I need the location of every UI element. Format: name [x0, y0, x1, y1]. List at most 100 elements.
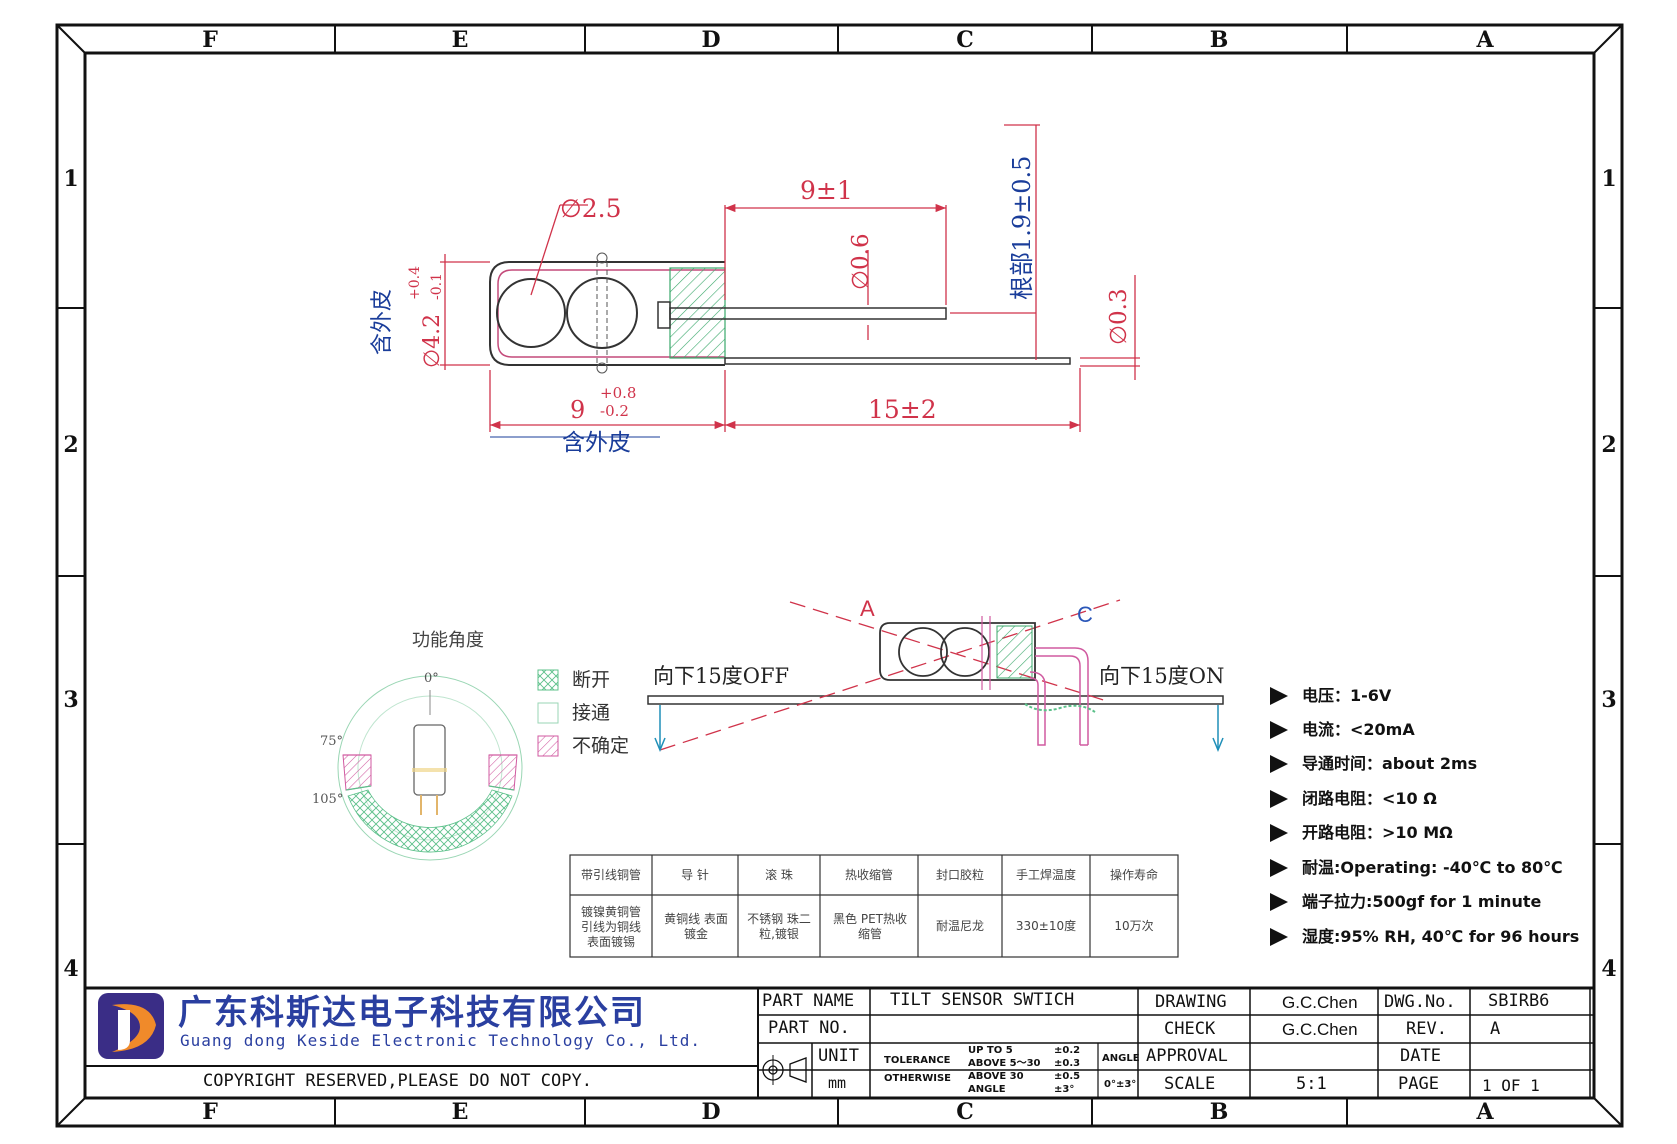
mat-value-life: 10万次	[1114, 919, 1154, 933]
zone-col-d-bottom: D	[701, 1099, 721, 1125]
unit-value: mm	[828, 1074, 847, 1092]
mat-value-shrink: 黑色 PET热收缩管	[833, 912, 907, 941]
mat-header-shrink: 热收缩管	[844, 868, 893, 882]
company-name-cn: 广东科斯达电子科技有限公司	[178, 993, 646, 1033]
dim-lead-length: 15±2	[868, 395, 937, 424]
zone-row-2-left: 2	[63, 432, 79, 458]
zone-col-b-top: B	[1209, 27, 1229, 53]
tilt-label-c: C	[1077, 602, 1093, 627]
legend-off: 断开	[572, 669, 611, 691]
tol-row-1-value: ±0.2	[1054, 1045, 1081, 1056]
zone-row-4-right: 4	[1601, 956, 1617, 982]
ball-1	[496, 278, 566, 348]
tolerance-label: TOLERANCE	[884, 1055, 951, 1066]
spec-on-time: 导通时间：about 2ms	[1302, 754, 1478, 773]
mat-value-seal: 耐温尼龙	[935, 919, 984, 933]
zone-col-e-top: E	[451, 27, 469, 53]
angle-75-label: 75°	[320, 734, 344, 749]
drawing-label: DRAWING	[1155, 992, 1227, 1012]
spec-closed-resistance: 闭路电阻：<10 Ω	[1302, 789, 1437, 808]
dim-body-length-tol-upper: +0.8	[600, 384, 637, 402]
zone-col-e-bottom: E	[451, 1099, 469, 1125]
spec-current: 电流：<20mA	[1302, 720, 1415, 739]
dim-ball-diameter: ∅2.5	[560, 194, 622, 223]
copyright-notice: COPYRIGHT RESERVED,PLEASE DO NOT COPY.	[203, 1071, 592, 1091]
angle-label: ANGLE	[1102, 1053, 1140, 1064]
dim-lead-diameter: ∅0.3	[1106, 288, 1132, 345]
spec-bullets	[1270, 687, 1288, 946]
zone-col-d-top: D	[701, 27, 721, 53]
zone-col-f-top: F	[202, 27, 218, 53]
dim-body-length-tol-lower: -0.2	[600, 402, 629, 420]
page-label: PAGE	[1398, 1074, 1439, 1094]
mat-header-tube: 带引线铜管	[580, 868, 641, 882]
mat-header-solder: 手工焊温度	[1015, 868, 1076, 882]
unit-label: UNIT	[818, 1046, 859, 1066]
tol-row-4-label: ANGLE	[968, 1084, 1006, 1095]
mat-header-ball: 滚 珠	[765, 868, 793, 882]
sheet-frame	[55, 23, 1624, 1128]
tol-row-2-value: ±0.3	[1054, 1058, 1081, 1069]
side-view-drawing	[440, 124, 1140, 438]
zone-col-a-top: A	[1476, 27, 1494, 53]
otherwise-label: OTHERWISE	[884, 1073, 952, 1084]
dwg-no-label: DWG.No.	[1384, 992, 1456, 1012]
tol-row-1-label: UP TO 5	[968, 1045, 1013, 1056]
legend-swatches	[537, 669, 559, 757]
company-name-en: Guang dong Keside Electronic Technology …	[180, 1031, 702, 1050]
tilt-label-a: A	[860, 596, 875, 621]
dwg-no-value: SBIRB6	[1488, 991, 1550, 1011]
zone-row-3-left: 3	[63, 687, 79, 713]
part-no-label: PART NO.	[768, 1018, 850, 1038]
dim-body-dia-note: 含外皮	[370, 288, 395, 355]
zone-col-f-bottom: F	[202, 1099, 218, 1125]
mat-value-ball: 不锈钢 珠二粒,镀银	[747, 912, 811, 941]
spec-open-resistance: 开路电阻：>10 MΩ	[1302, 823, 1453, 842]
zone-col-c-top: C	[956, 27, 974, 53]
legend-uncertain: 不确定	[572, 735, 630, 757]
title-block-grid	[85, 986, 1594, 1098]
tol-row-3-value: ±0.5	[1054, 1071, 1081, 1082]
mat-header-life: 操作寿命	[1109, 868, 1158, 882]
check-label: CHECK	[1164, 1019, 1216, 1039]
legend-on: 接通	[572, 702, 611, 724]
dim-pin-length: 9±1	[800, 176, 853, 205]
zone-col-c-bottom: C	[956, 1099, 974, 1125]
function-angle-dial	[337, 675, 523, 861]
dim-body-diameter: ∅4.2	[420, 313, 445, 368]
check-value: G.C.Chen	[1282, 1020, 1358, 1039]
zone-row-1-right: 1	[1601, 166, 1617, 192]
mat-value-tube: 镀镍黄铜管 引线为铜线 表面镀锡	[580, 905, 641, 949]
scale-value: 5:1	[1296, 1074, 1327, 1094]
tol-row-4-value: ±3°	[1054, 1084, 1075, 1095]
dim-root-length: 根部1.9±0.5	[1008, 155, 1036, 300]
approval-label: APPROVAL	[1146, 1046, 1228, 1066]
dim-pin-diameter: ∅0.6	[848, 233, 874, 290]
company-logo	[98, 993, 164, 1059]
zone-row-3-right: 3	[1601, 687, 1617, 713]
function-angle-title: 功能角度	[412, 630, 484, 651]
scale-label: SCALE	[1164, 1074, 1216, 1094]
drawing-value: G.C.Chen	[1282, 993, 1358, 1012]
date-label: DATE	[1400, 1046, 1441, 1066]
zone-row-1-left: 1	[63, 166, 79, 192]
zone-row-4-left: 4	[63, 956, 79, 982]
zone-col-a-bottom: A	[1476, 1099, 1494, 1125]
tol-row-3-label: ABOVE 30	[968, 1071, 1024, 1082]
tol-row-2-label: ABOVE 5～30	[968, 1058, 1041, 1069]
dim-body-dia-tol-upper: +0.4	[407, 266, 423, 300]
spec-humidity: 湿度:95% RH, 40℃ for 96 hours	[1302, 927, 1580, 946]
spec-terminal-pull: 端子拉力:500gf for 1 minute	[1302, 892, 1542, 911]
zone-col-b-bottom: B	[1209, 1099, 1229, 1125]
spec-voltage: 电压：1-6V	[1302, 686, 1392, 705]
dim-body-dia-tol-lower: -0.1	[429, 273, 445, 300]
spec-temperature: 耐温:Operating: -40℃ to 80℃	[1302, 858, 1563, 877]
mat-value-pin: 黄铜线 表面镀金	[664, 912, 728, 941]
zone-row-2-right: 2	[1601, 432, 1617, 458]
materials-table-grid	[569, 854, 1179, 958]
angle-value: 0°±3°	[1104, 1079, 1137, 1090]
mat-header-pin: 导 针	[681, 868, 709, 882]
mat-value-solder: 330±10度	[1015, 919, 1077, 933]
dim-body-length-note: 含外皮	[562, 430, 631, 456]
